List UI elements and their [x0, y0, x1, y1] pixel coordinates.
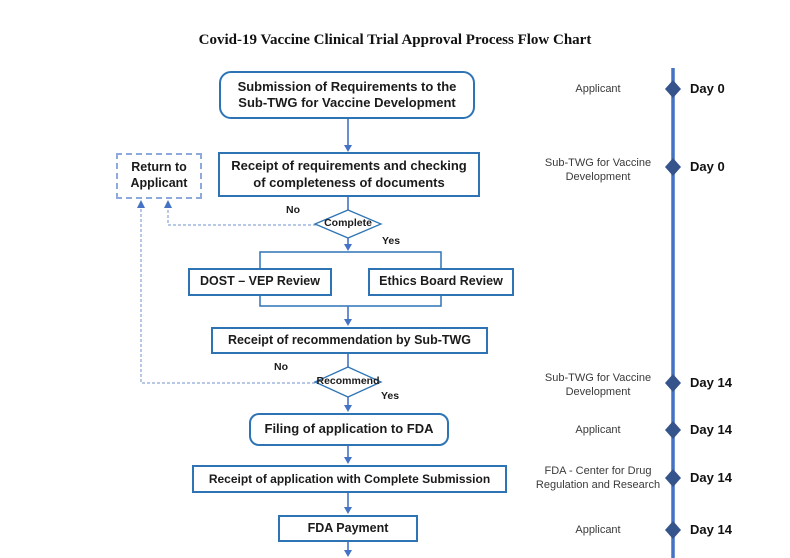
timeline-day: Day 14: [690, 375, 732, 390]
decision-label-complete: Complete: [324, 217, 372, 229]
timeline-actor: Sub-TWG for Vaccine Development: [544, 157, 652, 183]
timeline-day: Day 14: [690, 522, 732, 537]
arrowhead-up-icon: [137, 200, 145, 208]
timeline-actor: Sub-TWG for Vaccine Development: [544, 372, 652, 398]
branch-label-no: No: [286, 204, 300, 216]
node-receipt-requirements: Receipt of requirements and checking of …: [218, 152, 480, 197]
node-receipt-recommendation: Receipt of recommendation by Sub-TWG: [211, 327, 488, 354]
node-submission-requirements: Submission of Requirements to the Sub-TW…: [219, 71, 475, 119]
timeline-day: Day 0: [690, 81, 725, 96]
timeline-actor: Applicant: [575, 424, 621, 436]
timeline-actor: Applicant: [575, 83, 621, 95]
timeline-day: Day 14: [690, 470, 732, 485]
branch-label-no: No: [274, 361, 288, 373]
arrowhead-down-icon: [344, 507, 352, 514]
decision-label-recommend: Recommend: [316, 375, 380, 387]
arrowhead-down-icon: [344, 405, 352, 412]
timeline-day: Day 0: [690, 159, 725, 174]
arrowhead-down-icon: [344, 550, 352, 557]
merge-bracket: [259, 296, 442, 307]
arrowhead-down-icon: [344, 244, 352, 251]
timeline-actor: Applicant: [575, 524, 621, 536]
page-title: Covid-19 Vaccine Clinical Trial Approval…: [198, 32, 592, 48]
node-dost-vep-review: DOST – VEP Review: [188, 268, 332, 296]
node-receipt-application: Receipt of application with Complete Sub…: [192, 465, 507, 493]
node-ethics-board-review: Ethics Board Review: [368, 268, 514, 296]
node-fda-payment: FDA Payment: [278, 515, 418, 542]
branch-label-yes: Yes: [381, 390, 400, 402]
arrowhead-up-icon: [164, 200, 172, 208]
node-filing-application-fda: Filing of application to FDA: [249, 413, 449, 446]
arrowhead-down-icon: [344, 145, 352, 152]
arrowhead-down-icon: [344, 457, 352, 464]
timeline-actor: FDA - Center for Drug Regulation and Res…: [535, 465, 661, 491]
branch-label-yes: Yes: [382, 235, 401, 247]
split-bracket: [259, 251, 442, 268]
node-return-to-applicant: Return to Applicant: [116, 153, 202, 199]
arrowhead-down-icon: [344, 319, 352, 326]
timeline-day: Day 14: [690, 422, 732, 437]
